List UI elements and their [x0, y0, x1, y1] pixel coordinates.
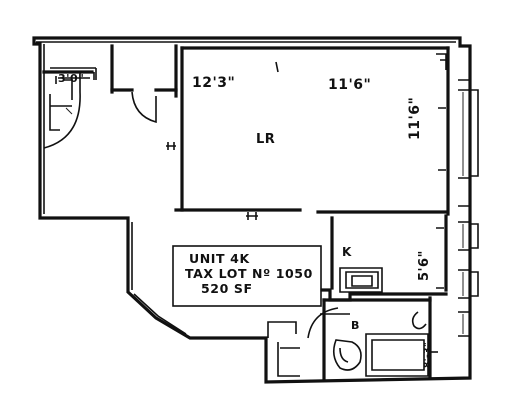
unit-info-box [172, 245, 322, 307]
lr-width-left-dimension: 12'3" [192, 75, 236, 91]
bath-walls [277, 296, 432, 380]
kitchen-depth-dimension: 5'6" [417, 250, 432, 281]
lr-depth-dimension: 11'6" [407, 96, 423, 140]
unit-number: UNIT 4K [189, 251, 250, 266]
window-bands [458, 79, 479, 337]
bath-depth-dimension: 8'-3" [423, 341, 433, 368]
closet-walls [42, 44, 178, 131]
kitchen-label: K [342, 245, 352, 259]
unit-info-text: UNIT 4K TAX LOT Nº 1050 520 SF [179, 251, 319, 307]
dimension-marks [55, 61, 446, 353]
tax-lot-number: TAX LOT Nº 1050 [185, 266, 313, 281]
closet-dimension: 3'0" [58, 72, 85, 85]
lr-width-right-dimension: 11'6" [328, 77, 372, 93]
living-room-label: LR [256, 132, 276, 147]
living-room-walls [174, 46, 450, 216]
bath-label: B [351, 319, 360, 332]
unit-area: 520 SF [201, 281, 253, 296]
